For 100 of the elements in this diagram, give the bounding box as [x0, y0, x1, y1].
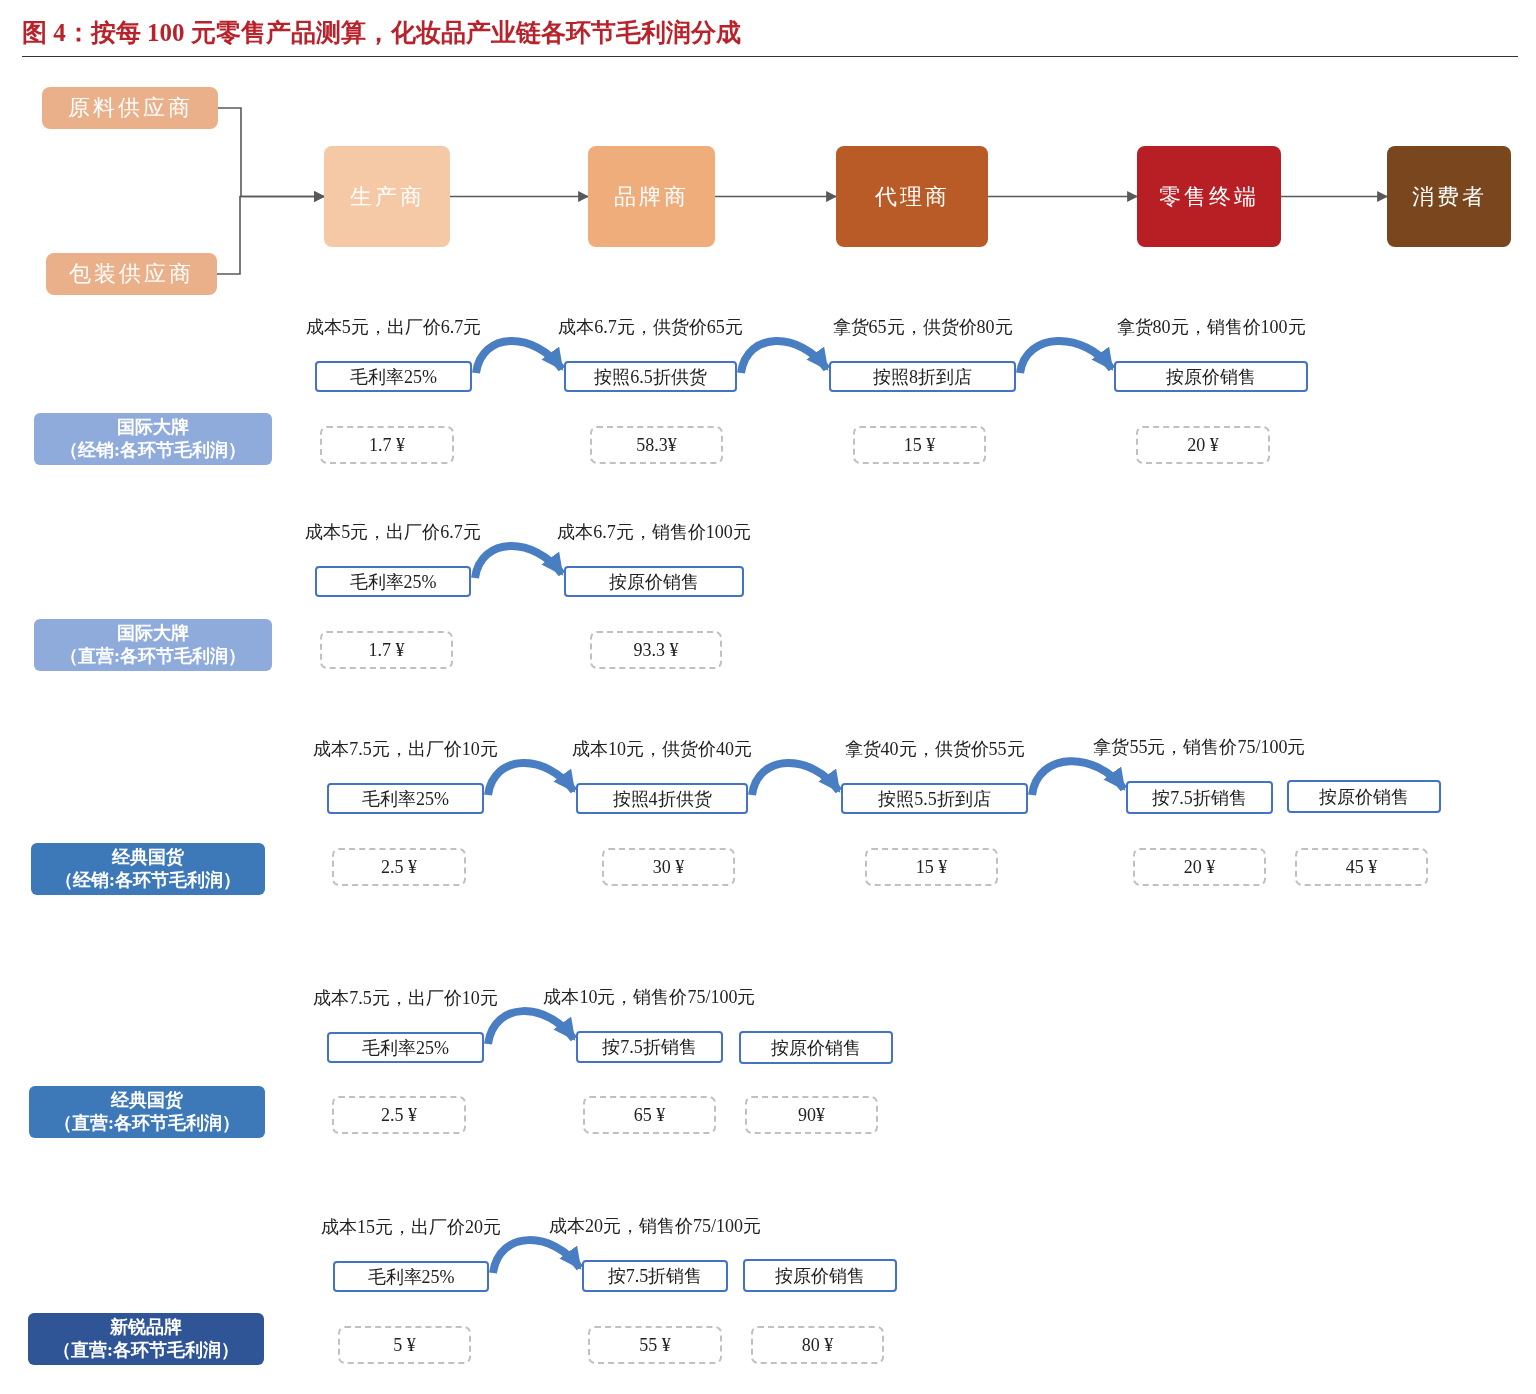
- step-label: 毛利率25%: [362, 1036, 449, 1060]
- price-note: 成本6.7元，供货价65元: [558, 316, 743, 339]
- profit-value: 90¥: [798, 1104, 825, 1126]
- category-label: （直营:各环节毛利润）: [53, 1339, 239, 1362]
- arrow: [449, 191, 590, 202]
- profit-value: 20 ¥: [1183, 856, 1216, 878]
- node-label: 品牌商: [614, 182, 689, 211]
- process-box: [588, 146, 715, 247]
- step-box: [315, 566, 471, 597]
- node-label: 生产商: [349, 182, 425, 211]
- profit-box: [320, 631, 453, 669]
- curved-arrow: [748, 759, 843, 796]
- profit-box: [332, 848, 466, 886]
- step-box: [564, 361, 737, 392]
- step-box: [564, 566, 744, 597]
- step-box: [333, 1261, 489, 1292]
- process-box: [1137, 146, 1281, 247]
- profit-value: 2.5 ¥: [381, 856, 417, 878]
- category-box: [34, 413, 272, 465]
- price-note: 成本7.5元，出厂价10元: [313, 987, 498, 1010]
- node-label: 消费者: [1411, 182, 1487, 211]
- profit-value: 20 ¥: [1187, 434, 1219, 456]
- step-label: 按原价销售: [775, 1264, 865, 1288]
- step-box: [1287, 780, 1441, 813]
- category-label: （直营:各环节毛利润）: [54, 1112, 240, 1135]
- price-note: 成本5元，出厂价6.7元: [305, 521, 481, 544]
- process-box: [324, 146, 450, 247]
- category-label: 新锐品牌: [110, 1315, 182, 1339]
- profit-value: 30 ¥: [652, 856, 685, 878]
- step-label: 按7.5折销售: [602, 1036, 697, 1059]
- price-note: 拿货80元，销售价100元: [1116, 316, 1306, 339]
- category-box: [34, 619, 272, 671]
- step-label: 按照8折到店: [873, 365, 972, 389]
- step-label: 毛利率25%: [362, 787, 449, 811]
- profit-value: 65 ¥: [633, 1104, 666, 1126]
- node-label: 代理商: [874, 182, 950, 211]
- step-label: 按原价销售: [1166, 365, 1256, 389]
- profit-box: [332, 1096, 466, 1134]
- step-label: 毛利率25%: [349, 570, 437, 594]
- price-note: 成本10元，供货价40元: [572, 738, 752, 761]
- price-note: 成本10元，销售价75/100元: [543, 986, 756, 1009]
- arrow: [216, 191, 326, 275]
- profit-value: 80 ¥: [801, 1334, 834, 1356]
- step-box: [743, 1259, 897, 1292]
- profit-box: [1133, 848, 1266, 886]
- category-label: （经销:各环节毛利润）: [55, 869, 241, 892]
- category-box: [31, 843, 265, 895]
- category-label: 国际大牌: [117, 415, 189, 439]
- price-note: 成本15元，出厂价20元: [321, 1216, 501, 1239]
- profit-value: 5 ¥: [393, 1334, 416, 1356]
- process-box: [1387, 146, 1511, 247]
- profit-value: 45 ¥: [1345, 856, 1378, 878]
- category-box: [28, 1313, 264, 1365]
- price-note: 拿货40元，供货价55元: [844, 738, 1025, 761]
- profit-value: 58.3¥: [636, 434, 677, 456]
- step-label: 毛利率25%: [350, 365, 437, 389]
- arrow: [987, 191, 1139, 202]
- profit-box: [590, 426, 723, 464]
- price-note: 拿货55元，销售价75/100元: [1093, 736, 1306, 759]
- process-box: [42, 87, 218, 129]
- process-box: [836, 146, 988, 247]
- step-label: 按照4折供货: [612, 787, 712, 811]
- profit-box: [590, 631, 722, 669]
- profit-box: [1136, 426, 1270, 464]
- step-box: [739, 1031, 893, 1064]
- curved-arrow: [489, 1236, 584, 1274]
- category-label: （直营:各环节毛利润）: [60, 645, 246, 668]
- profit-box: [745, 1096, 878, 1134]
- curved-arrow: [737, 337, 831, 374]
- arrow: [1280, 191, 1389, 202]
- step-label: 按照5.5折到店: [878, 787, 991, 811]
- step-box: [315, 361, 472, 392]
- category-label: （经销:各环节毛利润）: [60, 439, 246, 462]
- step-box: [1114, 361, 1308, 392]
- profit-box: [320, 426, 454, 464]
- curved-arrow: [472, 337, 566, 374]
- step-label: 按照6.5折供货: [594, 365, 707, 389]
- step-label: 按7.5折销售: [607, 1265, 703, 1288]
- profit-box: [338, 1326, 471, 1364]
- profit-box: [865, 848, 998, 886]
- profit-value: 55 ¥: [639, 1334, 671, 1356]
- profit-box: [1295, 848, 1428, 886]
- figure-title: 图 4：按每 100 元零售产品测算，化妆品产业链各环节毛利润分成: [22, 18, 741, 48]
- step-box: [582, 1260, 728, 1292]
- step-label: 按原价销售: [1319, 785, 1409, 809]
- node-label: 零售终端: [1159, 182, 1259, 211]
- profit-box: [853, 426, 986, 464]
- profit-box: [602, 848, 735, 886]
- price-note: 成本20元，销售价75/100元: [549, 1215, 761, 1238]
- price-note: 成本6.7元，销售价100元: [557, 521, 751, 544]
- profit-value: 15 ¥: [903, 434, 936, 456]
- profit-box: [751, 1326, 884, 1364]
- profit-value: 2.5 ¥: [381, 1104, 417, 1126]
- price-note: 成本5元，出厂价6.7元: [305, 316, 482, 339]
- category-label: 经典国货: [111, 1088, 183, 1112]
- category-label: 经典国货: [112, 845, 184, 869]
- curved-arrow: [484, 1007, 578, 1045]
- profit-value: 15 ¥: [915, 856, 948, 878]
- step-label: 按原价销售: [609, 570, 699, 594]
- profit-value: 1.7 ¥: [368, 639, 405, 661]
